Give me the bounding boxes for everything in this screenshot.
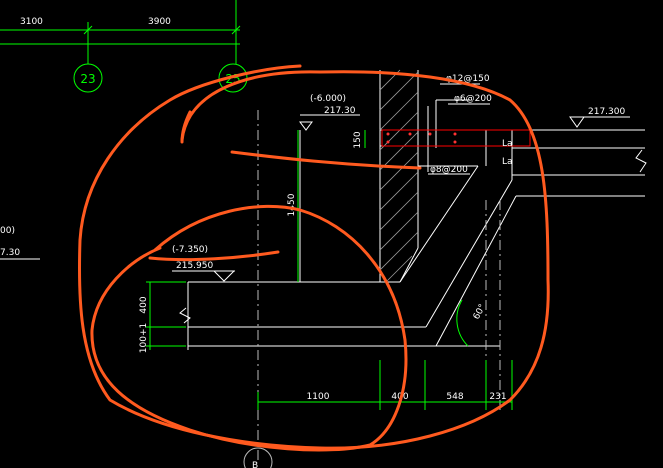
- axis-label-23: 23: [80, 72, 95, 86]
- vertical-dimension-lines: [146, 130, 366, 350]
- dim-1100: 1100: [307, 392, 330, 402]
- markup-inner-loop: [90, 204, 408, 452]
- dim-1450: 1450: [287, 193, 297, 216]
- anchorage-label-la-1: La: [502, 139, 513, 149]
- markup-stroke-lower: [148, 250, 280, 262]
- elevation-m6000: (-6.000): [310, 94, 346, 104]
- axis-label-b: B: [252, 461, 258, 468]
- dim-3900: 3900: [148, 17, 171, 27]
- elevation-right-marker: [569, 116, 585, 128]
- elevation-215950-marker: [212, 270, 236, 282]
- structure-lines: [179, 70, 647, 350]
- bottom-dimension-lines: [257, 360, 513, 410]
- markup-stroke-upper: [230, 150, 422, 170]
- elevation-21730-right: 217.300: [588, 107, 625, 117]
- top-dimension-group: [0, 0, 241, 64]
- markup-outer-loop: [77, 64, 550, 450]
- left-elevation-partial-top: 00): [0, 226, 15, 236]
- wall-hatch: [379, 69, 419, 283]
- elevation-215950: 215.950: [176, 261, 213, 271]
- rebar-label-6-200: φ6@200: [454, 94, 492, 104]
- anchorage-label-la-2: La: [502, 157, 513, 167]
- axis-bubble-b: [243, 447, 273, 468]
- dim-150: 150: [353, 131, 363, 148]
- elevation-m6000-marker: [299, 121, 313, 131]
- elevation-21730-top: 217.30: [324, 106, 356, 116]
- axis-bubble-23: [73, 63, 103, 93]
- rebar-dots: [386, 132, 457, 144]
- left-elevation-partial-bottom: 7.30: [0, 248, 20, 258]
- dim-3100: 3100: [20, 17, 43, 27]
- rebar-beam-outline: [381, 129, 531, 147]
- rebar-label-12-150: φ12@150: [446, 74, 490, 84]
- dim-548: 548: [446, 392, 463, 402]
- dim-231: 231: [489, 392, 506, 402]
- dim-100-vertical: 100+1: [139, 323, 149, 353]
- center-lines: [257, 110, 501, 460]
- angle-arc: [456, 299, 469, 347]
- dim-400-vertical: 400: [139, 296, 149, 313]
- hand-markup: [77, 64, 550, 452]
- markup-stroke-left: [180, 110, 192, 144]
- elevation-m7350: (-7.350): [172, 245, 208, 255]
- rebar-label-8-200: φ8@200: [430, 165, 468, 175]
